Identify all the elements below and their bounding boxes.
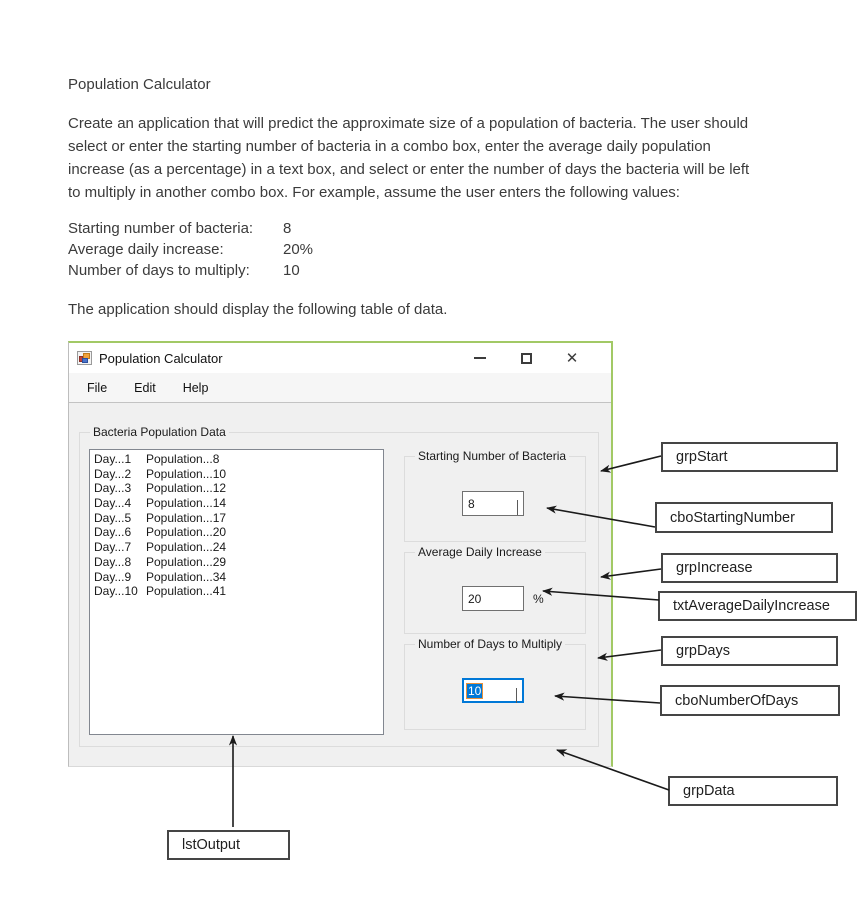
textbox-value: 20 [468, 591, 482, 606]
list-item-population: Population...14 [146, 496, 227, 511]
minimize-button[interactable] [457, 343, 503, 373]
group-label: Bacteria Population Data [90, 425, 229, 439]
list-item[interactable]: Day...10 Population...41 [94, 584, 383, 599]
list-item-population: Population...10 [146, 466, 227, 481]
group-label: Starting Number of Bacteria [415, 449, 570, 463]
list-item-day: Day...6 [94, 525, 132, 540]
callout-lstoutput: lstOutput [167, 830, 290, 860]
list-item-population: Population...17 [146, 510, 227, 525]
value-label: Average daily increase: [68, 241, 224, 258]
value-row: Average daily increase: 20% [68, 241, 313, 262]
list-item[interactable]: Day...3 Population...12 [94, 481, 383, 496]
number-of-days-combobox[interactable]: 10 [462, 678, 524, 703]
list-item-population: Population...20 [146, 525, 227, 540]
callout-grpstart: grpStart [661, 442, 838, 472]
exercise-description: Create an application that will predict … [68, 112, 749, 204]
list-item-population: Population...29 [146, 554, 227, 569]
list-item-day: Day...10 [94, 584, 138, 599]
app-icon [77, 351, 92, 365]
menu-bar: File Edit Help [69, 373, 611, 403]
title-bar[interactable]: Population Calculator ✕ [69, 343, 611, 373]
list-item[interactable]: Day...7 Population...24 [94, 540, 383, 555]
maximize-button[interactable] [503, 343, 549, 373]
app-icon-blue-block [82, 358, 88, 363]
callout-cbonumberofdays: cboNumberOfDays [660, 685, 840, 716]
percent-label: % [533, 592, 544, 606]
chevron-down-icon[interactable] [516, 688, 517, 703]
average-daily-increase-textbox[interactable]: 20 [462, 586, 524, 611]
list-item-day: Day...1 [94, 452, 132, 466]
list-item-population: Population...12 [146, 481, 227, 496]
menu-file[interactable]: File [87, 380, 108, 395]
list-item-day: Day...8 [94, 554, 132, 569]
menu-help[interactable]: Help [182, 380, 209, 395]
close-button[interactable]: ✕ [549, 343, 595, 373]
output-listbox[interactable]: Day...1 Population...8 Day...2 Populatio… [89, 449, 384, 735]
combobox-selected-value: 10 [465, 682, 484, 699]
callout-grpincrease: grpIncrease [661, 553, 838, 583]
group-starting-number: Starting Number of Bacteria [404, 449, 586, 542]
list-item[interactable]: Day...9 Population...34 [94, 570, 383, 585]
example-values: Starting number of bacteria: 8 Average d… [68, 220, 313, 283]
callout-grpdata: grpData [668, 776, 838, 806]
group-label: Number of Days to Multiply [415, 637, 566, 651]
description-line: increase (as a percentage) in a text box… [68, 161, 750, 178]
value-label: Number of days to multiply: [68, 262, 250, 279]
value-amount: 20% [283, 241, 314, 258]
callout-grpdays: grpDays [661, 636, 838, 666]
close-icon: ✕ [565, 349, 579, 367]
window-title: Population Calculator [99, 350, 223, 366]
value-row: Number of days to multiply: 10 [68, 262, 313, 283]
list-item-population: Population...8 [146, 452, 220, 466]
list-item-day: Day...4 [94, 496, 132, 511]
list-item-day: Day...9 [94, 569, 132, 584]
group-bacteria-population-data: Bacteria Population Data [79, 425, 599, 747]
minimize-icon [474, 357, 486, 359]
description-line: to multiply in another combo box. For ex… [68, 184, 680, 201]
list-item-population: Population...41 [146, 584, 227, 599]
callout-cbostartingnumber: cboStartingNumber [655, 502, 833, 533]
list-item[interactable]: Day...2 Population...10 [94, 467, 383, 482]
list-item-day: Day...7 [94, 540, 132, 555]
description-line: Create an application that will predict … [68, 115, 749, 132]
exercise-title: Population Calculator [68, 76, 211, 93]
callout-txtaveragedailyincrease: txtAverageDailyIncrease [658, 591, 857, 621]
starting-number-combobox[interactable]: 8 [462, 491, 524, 516]
list-item-day: Day...3 [94, 481, 132, 496]
maximize-icon [520, 352, 532, 364]
group-number-of-days: Number of Days to Multiply [404, 637, 586, 730]
menu-edit[interactable]: Edit [134, 380, 156, 395]
value-amount: 8 [283, 220, 292, 237]
list-item-population: Population...24 [146, 540, 227, 555]
chevron-down-icon[interactable] [517, 500, 518, 515]
description-line: select or enter the starting number of b… [68, 138, 711, 155]
exercise-note: The application should display the follo… [68, 301, 448, 318]
list-item-day: Day...2 [94, 466, 132, 481]
value-row: Starting number of bacteria: 8 [68, 220, 313, 241]
list-item[interactable]: Day...1 Population...8 [94, 452, 383, 467]
app-window: Population Calculator ✕ File Edit Help B… [68, 341, 613, 767]
list-item[interactable]: Day...4 Population...14 [94, 496, 383, 511]
list-item[interactable]: Day...5 Population...17 [94, 511, 383, 526]
value-amount: 10 [283, 262, 300, 279]
combobox-value: 8 [468, 496, 475, 511]
list-item[interactable]: Day...6 Population...20 [94, 525, 383, 540]
window-controls: ✕ [457, 343, 611, 373]
value-label: Starting number of bacteria: [68, 220, 254, 237]
list-item-day: Day...5 [94, 510, 132, 525]
list-item-population: Population...34 [146, 569, 227, 584]
list-item[interactable]: Day...8 Population...29 [94, 555, 383, 570]
group-label: Average Daily Increase [415, 545, 545, 559]
